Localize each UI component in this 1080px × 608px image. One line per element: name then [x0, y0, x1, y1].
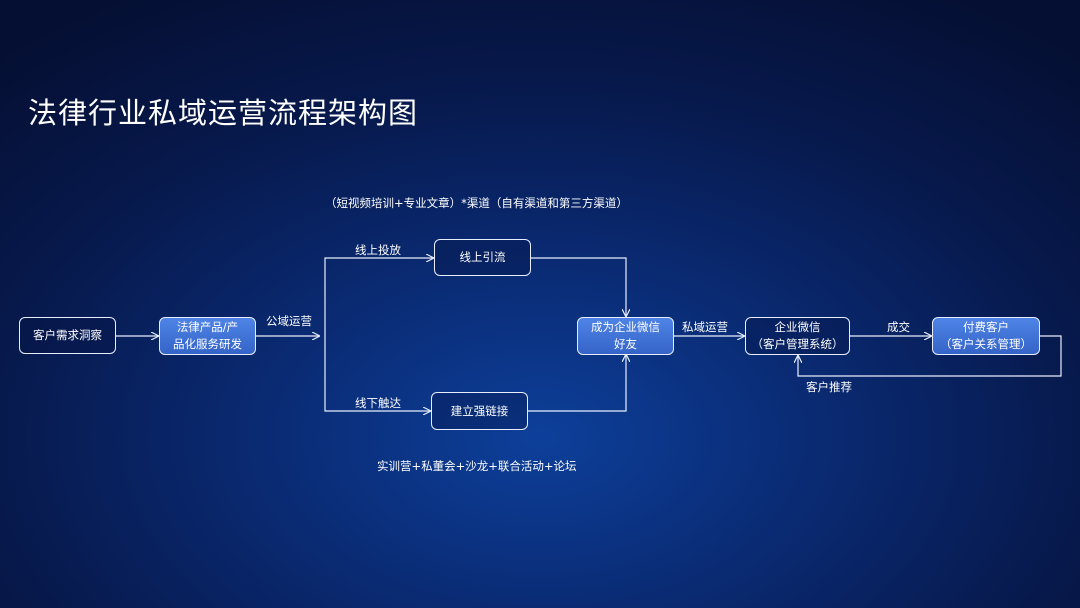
label-offline-reach: 线下触达	[355, 396, 401, 410]
bottom-note: 实训营+私董会+沙龙+联合活动+论坛	[377, 459, 577, 473]
node-text: 建立强链接	[450, 403, 509, 418]
node-customer-needs: 客户需求洞察	[19, 317, 116, 354]
node-product-dev: 法律产品/产 品化服务研发	[159, 317, 256, 355]
label-public-operation: 公域运营	[266, 314, 312, 328]
node-text: 法律产品/产	[176, 320, 239, 334]
label-deal: 成交	[887, 320, 910, 334]
edge-referral	[798, 335, 1062, 377]
label-private-operation: 私域运营	[682, 320, 728, 334]
node-paying-customer: 付费客户 （客户关系管理）	[932, 317, 1040, 355]
edge-online-to-wechat	[531, 257, 626, 316]
label-referral: 客户推荐	[806, 380, 852, 394]
top-note: （短视频培训+专业文章）*渠道（自有渠道和第三方渠道）	[325, 196, 628, 210]
edge-branch-offline	[324, 336, 430, 411]
edge-link-to-wechat	[528, 355, 626, 412]
edge-branch-online	[324, 258, 433, 336]
node-text: 好友	[614, 337, 637, 351]
node-strong-link: 建立强链接	[431, 392, 528, 430]
node-text: （客户关系管理）	[940, 337, 1032, 351]
node-text: 成为企业微信	[591, 320, 660, 334]
node-text: 付费客户	[963, 320, 1009, 334]
node-text: 线上引流	[459, 250, 506, 264]
node-wechat-friend: 成为企业微信 好友	[577, 317, 674, 355]
node-text: 客户需求洞察	[33, 328, 102, 342]
node-online-traffic: 线上引流	[434, 239, 531, 276]
node-text: 品化服务研发	[173, 337, 242, 351]
node-enterprise-wechat: 企业微信 （客户管理系统）	[745, 317, 850, 355]
page-title: 法律行业私域运营流程架构图	[28, 96, 419, 130]
label-online-ads: 线上投放	[355, 243, 401, 257]
node-text: 企业微信	[774, 320, 821, 334]
node-text: （客户管理系统）	[751, 337, 844, 351]
